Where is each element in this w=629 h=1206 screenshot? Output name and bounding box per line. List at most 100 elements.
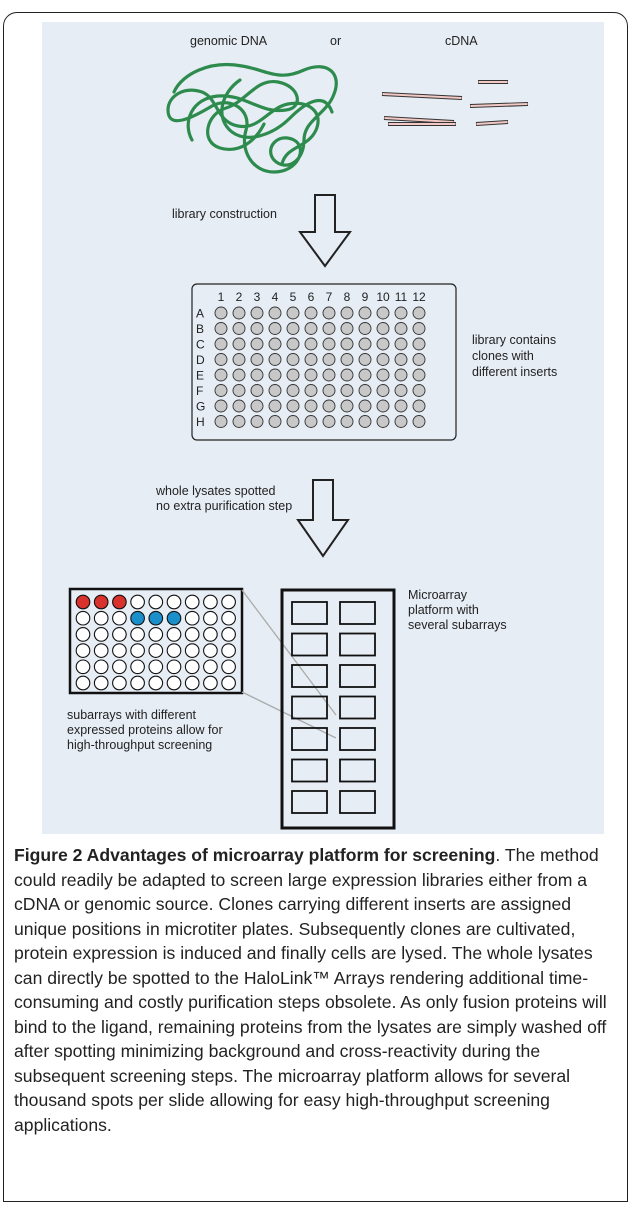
plate-well	[250, 337, 264, 351]
subarray-spot	[112, 627, 127, 642]
plate-well	[268, 337, 282, 351]
subarray-spot	[130, 643, 145, 658]
plate-well	[268, 368, 282, 382]
plate-well	[412, 353, 426, 366]
plate-well	[376, 368, 390, 382]
subarray-spot-red	[112, 594, 127, 610]
plate-well	[358, 399, 372, 413]
plate-well	[322, 399, 336, 413]
plate-well	[322, 415, 336, 428]
subarray-spot	[148, 627, 164, 642]
microarray-subarray	[291, 632, 328, 657]
plate-well	[394, 368, 408, 382]
plate-well	[376, 384, 390, 397]
subarray-spot	[166, 627, 182, 642]
plate-well	[322, 368, 336, 382]
svg-text:Microarray: Microarray	[408, 588, 468, 602]
plate-well	[268, 399, 282, 413]
label-library-contains: library contains clones with different i…	[472, 333, 557, 379]
subarray-spot	[203, 594, 218, 610]
svg-text:no extra purification step: no extra purification step	[156, 499, 292, 513]
plate-column-label: 1	[218, 290, 225, 304]
subarray-spot	[130, 594, 145, 610]
microarray-subarray	[339, 695, 376, 720]
subarray-spot	[166, 643, 182, 658]
subarray-spot-blue	[166, 610, 182, 626]
subarray-spot	[93, 675, 109, 691]
svg-text:expressed proteins allow for: expressed proteins allow for	[67, 723, 223, 737]
plate-well	[286, 399, 300, 413]
plate-well	[376, 353, 390, 366]
plate-well	[394, 384, 408, 397]
plate-row-label: H	[196, 415, 205, 429]
plate-well	[214, 384, 228, 397]
subarray-spot	[166, 594, 182, 610]
plate-well	[322, 337, 336, 351]
plate-well	[394, 399, 408, 413]
plate-well	[340, 306, 354, 320]
cdna-fragment	[381, 92, 463, 100]
plate-well	[268, 322, 282, 335]
caption-body: The method could readily be adapted to s…	[14, 845, 607, 1135]
plate-well	[394, 415, 408, 428]
plate-well	[250, 322, 264, 335]
subarray-spot	[184, 675, 200, 691]
plate-well	[412, 322, 426, 335]
plate-row-label: D	[196, 353, 205, 367]
plate-column-label: 6	[308, 290, 315, 304]
figure-frame	[3, 12, 628, 1202]
plate-well	[232, 399, 246, 413]
figure-caption: Figure 2 Advantages of microarray platfo…	[14, 843, 618, 1137]
subarray-zoom	[68, 587, 244, 695]
plate-well	[394, 337, 408, 351]
plate-well	[340, 337, 354, 351]
plate-well	[340, 399, 354, 413]
plate-well	[250, 399, 264, 413]
plate-well	[232, 415, 246, 428]
subarray-spot	[93, 610, 109, 626]
plate-well	[394, 322, 408, 335]
plate-column-label: 3	[254, 290, 261, 304]
plate-column-label: 8	[344, 290, 351, 304]
plate-well	[358, 322, 372, 335]
plate-well	[232, 337, 246, 351]
plate-well	[304, 337, 318, 351]
plate-well	[376, 415, 390, 428]
plate-column-label: 9	[362, 290, 369, 304]
plate-column-label: 2	[236, 290, 243, 304]
plate-well	[214, 322, 228, 335]
figure-panel: genomic DNA or cDNA library construction…	[42, 22, 604, 834]
subarray-spot	[148, 659, 164, 675]
svg-text:library contains: library contains	[472, 333, 556, 347]
plate-well	[214, 368, 228, 382]
subarray-spot	[130, 675, 145, 691]
plate-well	[232, 384, 246, 397]
subarray-spots	[75, 594, 236, 691]
plate-well	[286, 322, 300, 335]
label-genomic-dna: genomic DNA	[190, 34, 268, 48]
plate-well	[412, 399, 426, 413]
subarray-spot	[75, 643, 91, 658]
subarray-spot	[75, 627, 91, 642]
subarray-spot	[184, 594, 200, 610]
subarray-spot-blue	[130, 610, 145, 626]
plate-well	[214, 337, 228, 351]
subarray-spot	[221, 610, 236, 626]
plate-well	[340, 368, 354, 382]
cdna-fragments	[381, 80, 529, 126]
subarray-spot	[184, 643, 200, 658]
plate-well	[394, 353, 408, 366]
plate-well	[286, 368, 300, 382]
subarray-spot	[203, 675, 218, 691]
microarray-subarray	[291, 758, 328, 783]
microarray-subarrays	[291, 601, 376, 814]
plate-well	[286, 353, 300, 366]
plate-well	[250, 306, 264, 320]
plate-well	[250, 368, 264, 382]
plate-well	[412, 415, 426, 428]
plate-well	[250, 353, 264, 366]
plate-well	[340, 384, 354, 397]
zoom-line-top	[241, 589, 337, 716]
plate-well	[358, 415, 372, 428]
plate-row-label: G	[196, 400, 205, 414]
